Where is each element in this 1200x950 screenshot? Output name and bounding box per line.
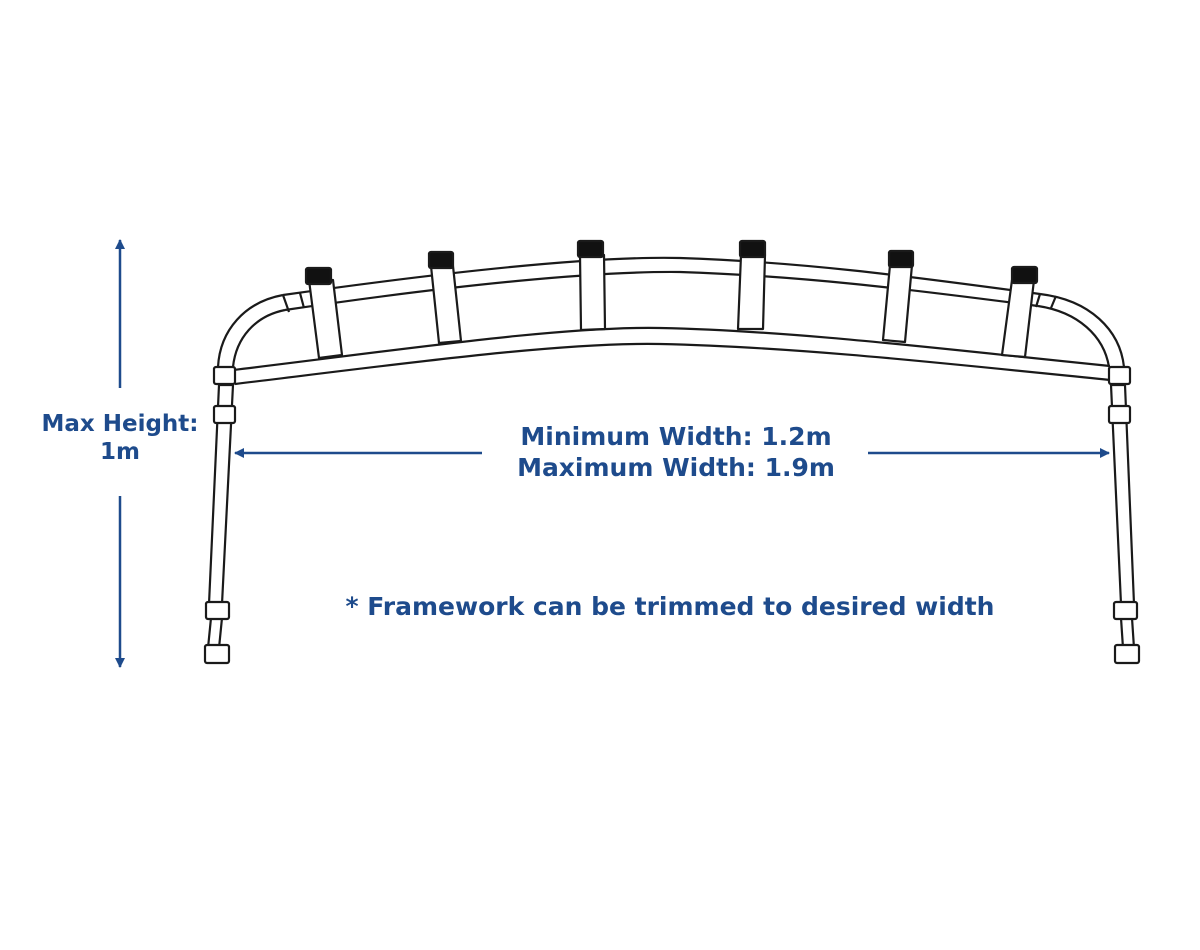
right-leg [1107, 365, 1141, 665]
strap-2 [427, 250, 463, 345]
max-height-title: Max Height: [41, 411, 199, 437]
left-leg [203, 365, 237, 665]
maximum-width-text: Maximum Width: 1.9m [517, 452, 835, 482]
top-tube [282, 256, 1041, 312]
max-height-label: Max Height: 1m [20, 410, 220, 466]
strap-cap-2 [427, 250, 455, 270]
left-corner-bend [216, 292, 306, 368]
strap-cap-1 [304, 266, 333, 286]
strap-3 [576, 239, 607, 332]
width-label: Minimum Width: 1.2m Maximum Width: 1.9m [476, 422, 876, 483]
strap-5 [881, 249, 915, 344]
rear-tube [232, 326, 1111, 386]
minimum-width-text: Minimum Width: 1.2m [520, 422, 832, 451]
strap-1 [304, 266, 344, 360]
max-height-value: 1m [100, 439, 140, 466]
strap-cap-6 [1010, 265, 1039, 285]
frame [203, 239, 1141, 665]
strap-cap-5 [887, 249, 915, 269]
strap-4 [736, 239, 767, 331]
strap-cap-3 [576, 239, 605, 259]
trim-note: * Framework can be trimmed to desired wi… [345, 592, 995, 621]
right-corner-bend [1034, 292, 1126, 368]
strap-cap-4 [738, 239, 767, 259]
strap-6 [1000, 265, 1039, 359]
